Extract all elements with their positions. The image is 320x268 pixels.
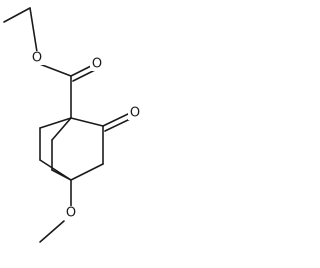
ester-carbonyl-oxygen-label: O — [92, 57, 102, 72]
bond-ethyl-ch3-ch2 — [3, 7, 31, 23]
methoxy-oxygen-label: O — [66, 206, 76, 221]
structure-diagram: O O O O — [3, 7, 143, 243]
bond-ketone-double-1 — [102, 113, 129, 127]
bond-c1-c6 — [39, 117, 72, 129]
bond-o-carbonyl-carbon — [36, 62, 72, 77]
bond-ketone-double-2 — [104, 118, 131, 132]
bond-c1-c2 — [70, 117, 104, 127]
bond-ethyl-ch2-o — [29, 7, 38, 53]
bond-c3-c4 — [70, 163, 104, 181]
bond-c1-c7 — [51, 117, 72, 141]
bond-c8-c4 — [51, 169, 72, 181]
ketone-oxygen-label: O — [130, 106, 140, 121]
ester-ether-oxygen-label: O — [32, 51, 42, 66]
bond-methoxy-o-ch3 — [39, 220, 65, 243]
